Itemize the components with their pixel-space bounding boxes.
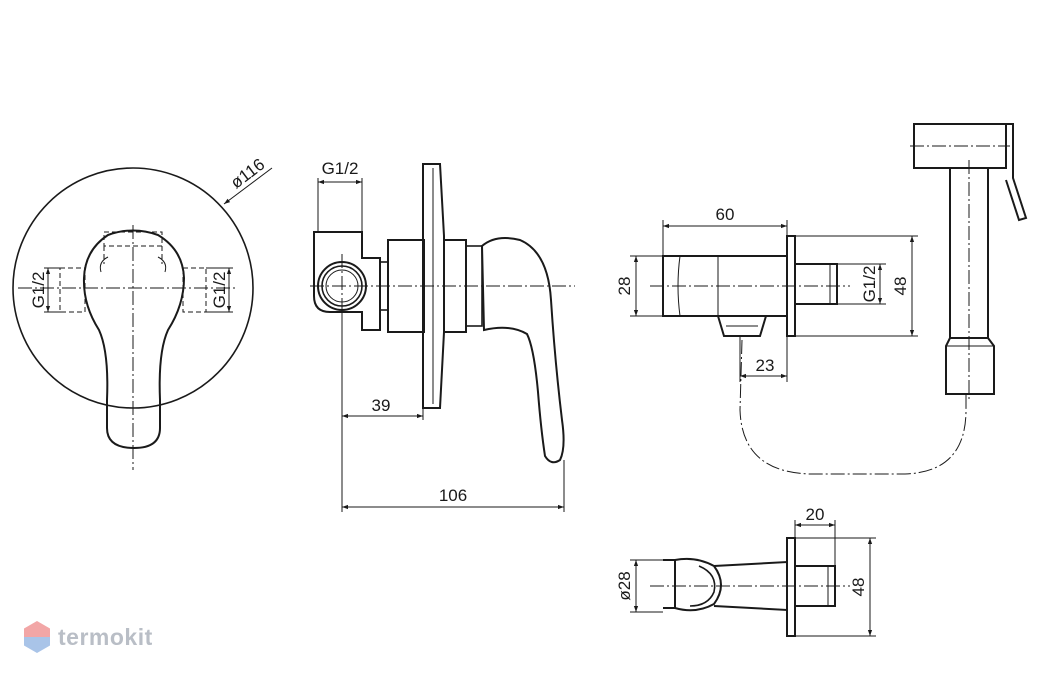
- dim-23-label: 23: [756, 356, 775, 375]
- side-thread-label: G1/2: [322, 159, 359, 178]
- bracket-diameter-label: ø28: [615, 571, 634, 600]
- dim-106-label: 106: [439, 486, 467, 505]
- shower-head: [913, 123, 1007, 169]
- hand-shower: [910, 123, 1028, 400]
- lever-handle-side: [480, 237, 565, 464]
- hose-connector: [717, 315, 767, 337]
- shower-trigger: [1005, 123, 1028, 222]
- diameter-leader: [223, 167, 273, 205]
- lever-handle-front: [82, 229, 186, 450]
- bracket-view: 20 ø28 48: [615, 505, 876, 637]
- thread-left-label: G1/2: [29, 272, 48, 309]
- front-view: G1/2 G1/2 ø116: [12, 155, 273, 470]
- hexagon-logo-icon: [24, 621, 50, 653]
- holder-thread: [794, 263, 838, 305]
- holder-thread-label: G1/2: [860, 266, 879, 303]
- handle-arc-right: [157, 256, 167, 273]
- bracket-ring: [689, 565, 716, 607]
- holder-view: 60 28 G1/2 48 23: [615, 205, 967, 475]
- dim-20-label: 20: [806, 505, 825, 524]
- shower-connector: [945, 337, 995, 395]
- side-view: G1/2 39 106: [310, 159, 575, 512]
- hidden-thread-left: [59, 267, 86, 313]
- hose-path: [739, 339, 967, 475]
- dim-39-label: 39: [372, 396, 391, 415]
- bracket-body: [663, 557, 722, 612]
- thread-right-label: G1/2: [210, 272, 229, 309]
- dim-60-label: 60: [716, 205, 735, 224]
- brand-name: termokit: [58, 623, 153, 650]
- dim-bracket-48-label: 48: [849, 578, 868, 597]
- inlet-elbow: [313, 231, 381, 331]
- dim-28-label: 28: [615, 277, 634, 296]
- handle-arc-left: [99, 256, 109, 273]
- hidden-body-top: [103, 231, 163, 247]
- brand-logo: termokit: [22, 620, 153, 654]
- hidden-thread-right: [182, 267, 207, 313]
- bracket-flange: [786, 537, 796, 637]
- dim-holder-48-label: 48: [891, 277, 910, 296]
